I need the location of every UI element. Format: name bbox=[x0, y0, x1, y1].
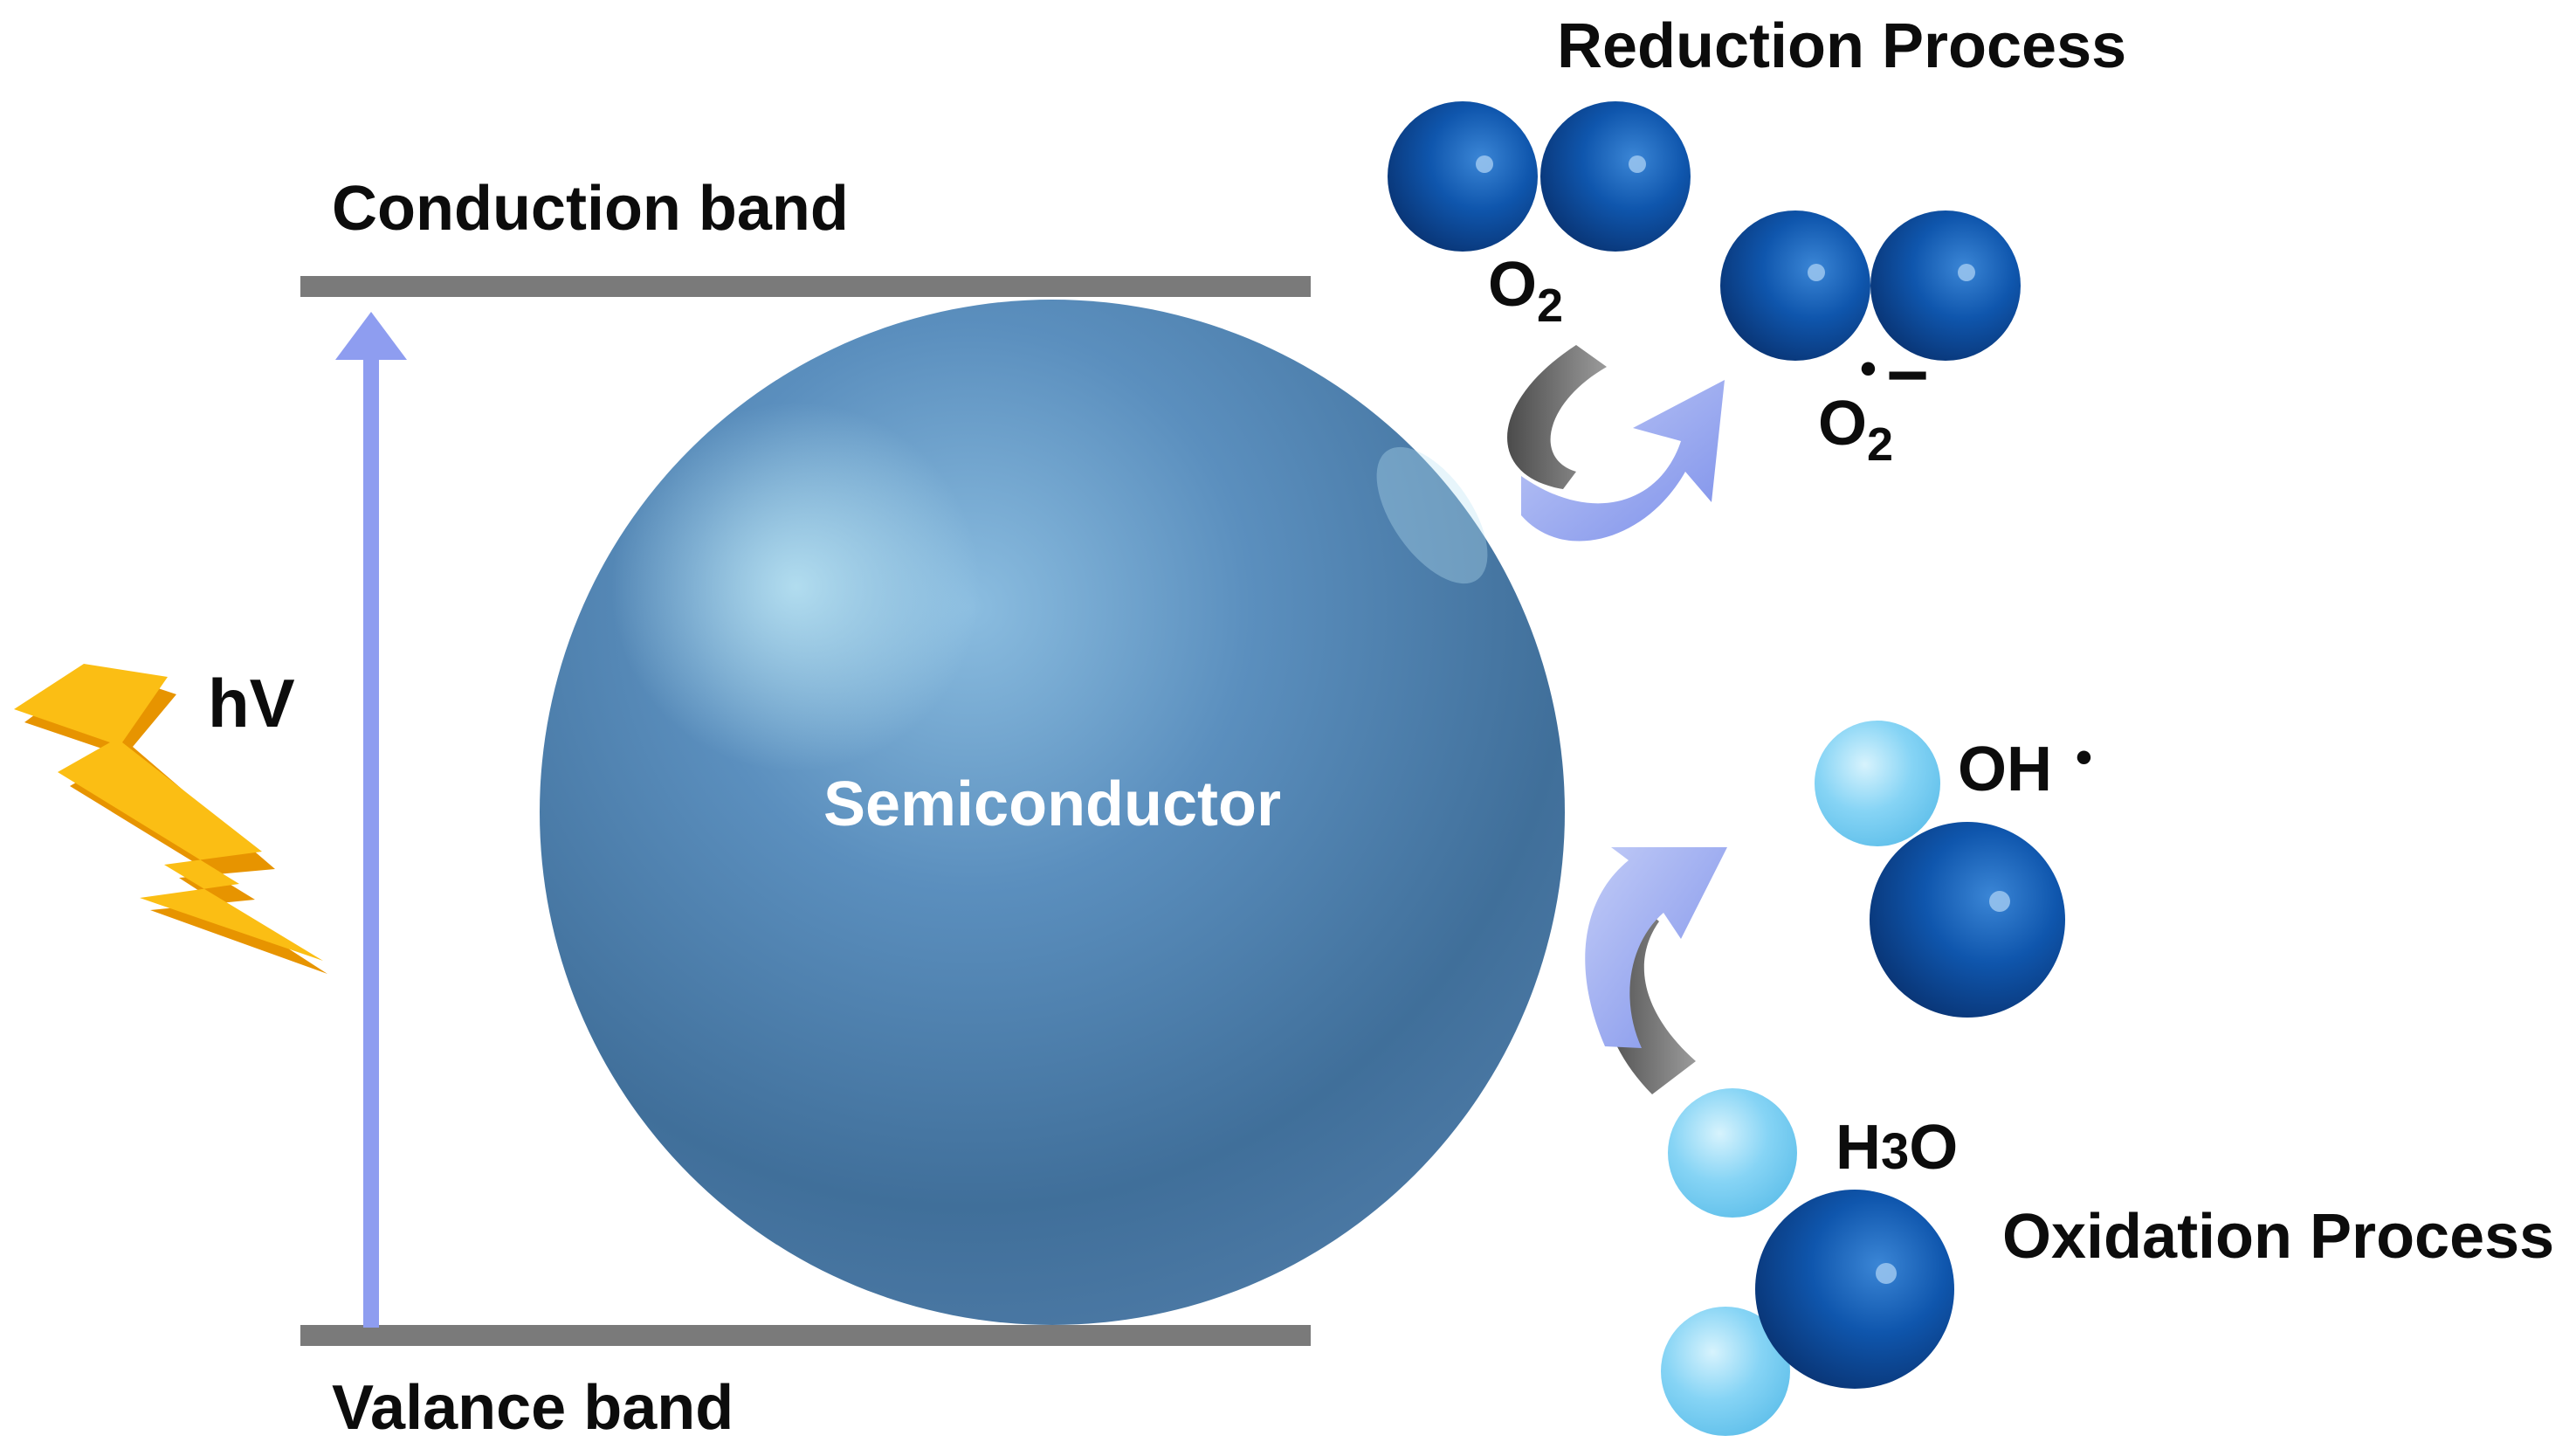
hydroxyl-radical-label: OH bbox=[1958, 735, 2052, 804]
oxidation-curved-arrow bbox=[1585, 847, 1727, 1094]
o2-molecule bbox=[1388, 101, 1691, 252]
hydronium-label: H3O bbox=[1836, 1113, 1958, 1183]
superoxide-label: O2 bbox=[1818, 389, 1893, 471]
reduction-process-title: Reduction Process bbox=[1557, 11, 2126, 81]
reduction-curved-arrow bbox=[1507, 345, 1725, 542]
valance-band-label: Valance band bbox=[332, 1373, 734, 1443]
energy-label: hV bbox=[208, 665, 295, 742]
conduction-band-line bbox=[300, 276, 1311, 297]
superoxide-molecule bbox=[1720, 210, 2021, 361]
hydronium-molecule bbox=[1661, 1088, 1954, 1436]
oxidation-process-title: Oxidation Process bbox=[2002, 1202, 2554, 1272]
superoxide-charge: − bbox=[1886, 334, 1929, 416]
semiconductor-particle bbox=[540, 300, 1565, 1325]
semiconductor-label: Semiconductor bbox=[823, 769, 1281, 839]
superoxide-radical-dot: • bbox=[1860, 342, 1877, 395]
conduction-band-label: Conduction band bbox=[332, 174, 849, 244]
valance-band-line bbox=[300, 1325, 1311, 1346]
o2-label: O2 bbox=[1488, 250, 1563, 332]
hydroxyl-radical-molecule bbox=[1815, 721, 2065, 1018]
hydroxyl-radical-dot: • bbox=[2076, 731, 2092, 783]
lightning-bolt-icon bbox=[14, 664, 327, 974]
excitation-arrow bbox=[335, 312, 407, 1328]
